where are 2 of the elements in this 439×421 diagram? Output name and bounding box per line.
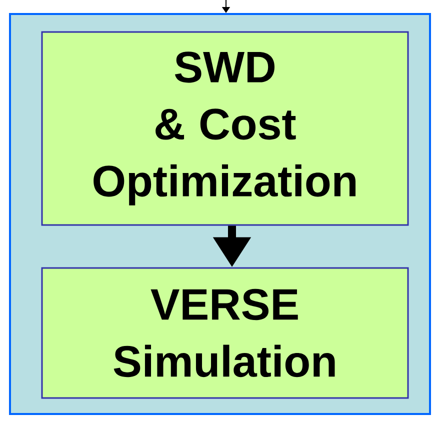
process-box: VERSE Simulation [41,267,409,399]
process-box: SWD & Cost Optimization [41,31,409,226]
